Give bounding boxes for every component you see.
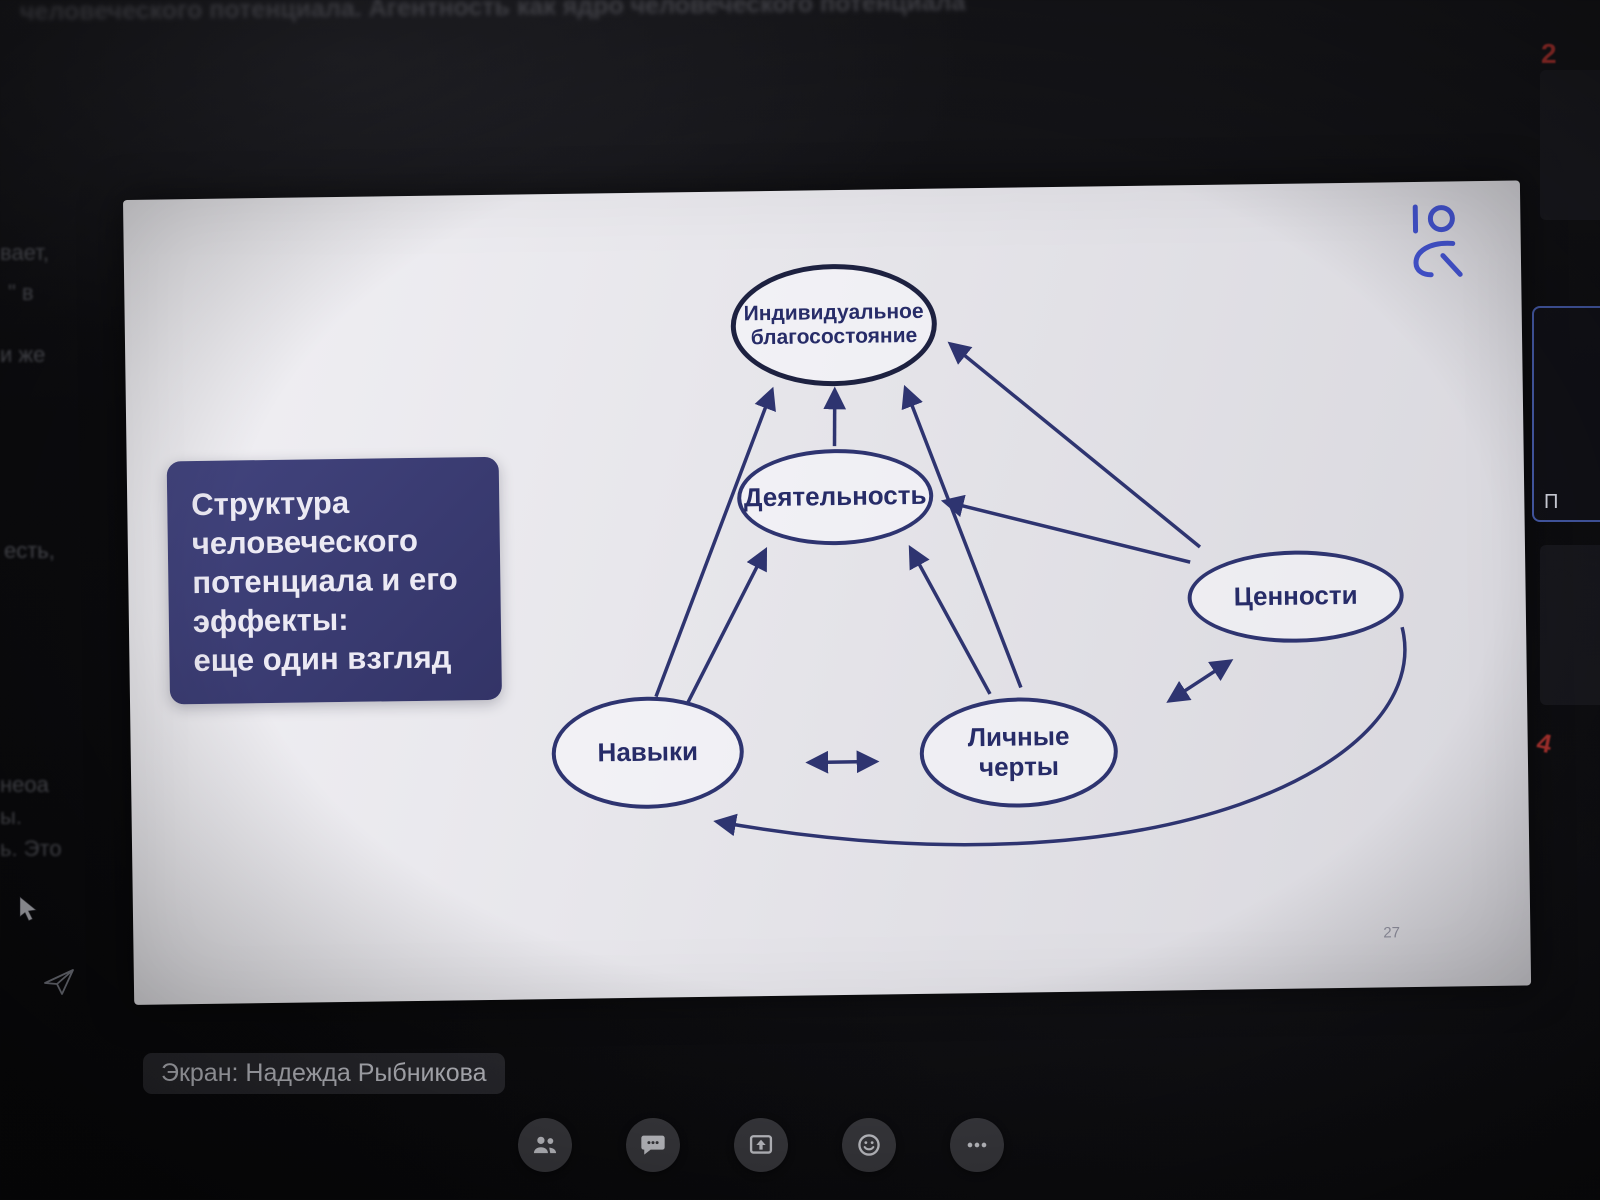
more-options-button[interactable]: [950, 1118, 1004, 1172]
diagram-arrows: [654, 341, 1407, 847]
reactions-button[interactable]: [842, 1118, 896, 1172]
participants-button[interactable]: [518, 1118, 572, 1172]
background-text-fragment: есть,: [4, 538, 55, 563]
organization-logo-icon: [1412, 204, 1463, 278]
send-plane-icon: [44, 969, 74, 995]
background-text-fragment: и же: [0, 342, 46, 367]
mouse-cursor-icon: [19, 896, 38, 922]
participant-name: П: [1544, 491, 1559, 513]
chat-button[interactable]: [626, 1118, 680, 1172]
call-toolbar: [518, 1118, 1004, 1172]
screen-share-presenter-label: Экран: Надежда Рыбникова: [143, 1053, 505, 1094]
share-screen-button[interactable]: [734, 1118, 788, 1172]
share-screen-icon: [749, 1135, 773, 1154]
presentation-slide: Структура человеческого потенциала и его…: [123, 180, 1532, 1005]
participant-thumbnail[interactable]: [1540, 545, 1600, 705]
slide-page-number: 27: [1383, 924, 1401, 942]
chat-icon: [641, 1135, 665, 1155]
background-text-fragment: " в: [8, 280, 34, 305]
background-text-fragment: ь. Это: [0, 836, 62, 861]
background-text-fragment: ы.: [0, 804, 22, 829]
notification-badge: 2: [1541, 38, 1557, 69]
background-window-title: человеческого потенциала. Агентность как…: [19, 0, 966, 27]
smiley-icon: [858, 1134, 880, 1156]
participant-thumbnail[interactable]: [1540, 70, 1600, 220]
notification-badge: 4: [1534, 726, 1555, 760]
slide-title-card: Структура человеческого потенциала и его…: [166, 456, 503, 705]
background-text-fragment: неоа: [0, 772, 49, 797]
more-dots-icon: [967, 1142, 987, 1148]
participant-thumbnail-active[interactable]: П: [1532, 306, 1600, 522]
participants-icon: [533, 1136, 557, 1154]
background-text-fragment: вает,: [0, 240, 49, 265]
